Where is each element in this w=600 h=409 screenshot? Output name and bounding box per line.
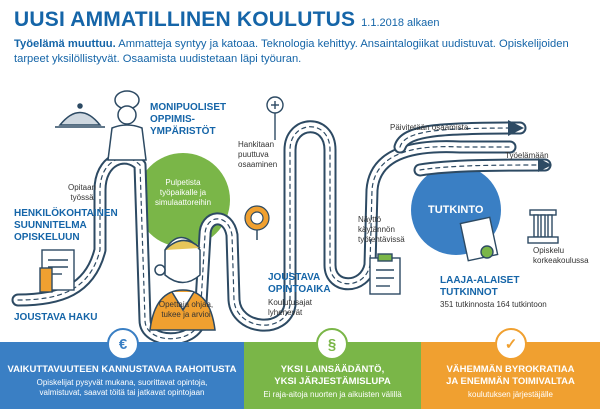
label-pulpetista: Pulpetista työpaikalle ja simulaattoreih… xyxy=(154,178,212,207)
checkmark-icon: ✓ xyxy=(495,328,527,360)
pillar-icon xyxy=(527,209,559,244)
label-monipuoliset: MONIPUOLISET OPPIMIS- YMPÄRISTÖT xyxy=(150,102,227,137)
label-henkilokohtainen: HENKILÖKOHTAINEN SUUNNITELMA OPISKELUUN xyxy=(14,208,118,243)
label-korkeakoulu: Opiskelu korkeakoulussa xyxy=(533,246,589,265)
arrow-icon xyxy=(508,120,524,136)
intro-lead: Työelämä muuttuu. xyxy=(14,38,116,50)
band-lainsaadanto-sub: Ei raja-aitoja nuorten ja aikuisten väli… xyxy=(263,390,402,399)
intro-paragraph: Työelämä muuttuu. Ammatteja syntyy ja ka… xyxy=(14,37,574,67)
label-opettaja: Opettaja ohjaa, tukee ja arvioi xyxy=(158,300,214,319)
band-rahoitus-title: VAIKUTTAVUUTEEN KANNUSTAVAA RAHOITUSTA xyxy=(7,364,237,375)
label-tutkintoja: 351 tutkinnosta 164 tutkintoon xyxy=(440,300,547,309)
euro-icon: € xyxy=(107,328,139,360)
winding-road xyxy=(11,120,552,346)
band-byrokratia-title: VÄHEMMÄN BYROKRATIAA JA ENEMMÄN TOIMIVAL… xyxy=(446,364,575,387)
title-text: UUSI AMMATILLINEN KOULUTUS xyxy=(14,8,356,31)
chef-illustration xyxy=(55,90,147,161)
label-naytto: Näyttö käytännön työtehtävissä xyxy=(358,215,405,244)
band-lainsaadanto: § YKSI LAINSÄÄDÄNTÖ, YKSI JÄRJESTÄMISLUP… xyxy=(244,328,421,409)
band-rahoitus: € VAIKUTTAVUUTEEN KANNUSTAVAA RAHOITUSTA… xyxy=(0,328,244,409)
band-lainsaadanto-title: YKSI LAINSÄÄDÄNTÖ, YKSI JÄRJESTÄMISLUPA xyxy=(274,364,391,387)
plus-sign-icon xyxy=(266,96,284,140)
certificate-icon xyxy=(459,216,499,262)
band-byrokratia-sub: koulutuksen järjestäjälle xyxy=(468,390,553,399)
paragraph-icon: § xyxy=(316,328,348,360)
label-tutkinto: TUTKINTO xyxy=(428,204,484,216)
label-opitaan: Opitaan työssä xyxy=(68,183,97,202)
teacher-illustration xyxy=(149,236,216,331)
band-byrokratia: ✓ VÄHEMMÄN BYROKRATIAA JA ENEMMÄN TOIMIV… xyxy=(421,328,600,409)
intro-text: Ammatteja syntyy ja katoaa. Teknologia k… xyxy=(14,38,569,65)
title-date: 1.1.2018 alkaen xyxy=(361,17,440,29)
label-laaja-alaiset: LAAJA-ALAISET TUTKINNOT xyxy=(440,275,520,298)
band-rahoitus-sub: Opiskelijat pysyvät mukana, suorittavat … xyxy=(36,378,208,397)
label-paivitetaan: Päivitetään osaamista xyxy=(390,123,469,132)
clipboard-icon xyxy=(369,253,401,295)
document-icon xyxy=(39,249,75,293)
label-joustava-opintoaika: JOUSTAVA OPINTOAIKA xyxy=(268,272,331,295)
label-joustava-haku: JOUSTAVA HAKU xyxy=(14,312,98,323)
arrow-icon xyxy=(538,158,552,172)
label-koulutusajat: Koulutusajat lyhenevät xyxy=(268,298,313,317)
label-hankitaan: Hankitaan puuttuva osaaminen xyxy=(238,140,278,169)
label-tyoelamaan: Työelämään xyxy=(505,151,549,160)
page-title: UUSI AMMATILLINEN KOULUTUS 1.1.2018 alkae… xyxy=(14,8,439,32)
target-sign-icon xyxy=(244,205,270,240)
